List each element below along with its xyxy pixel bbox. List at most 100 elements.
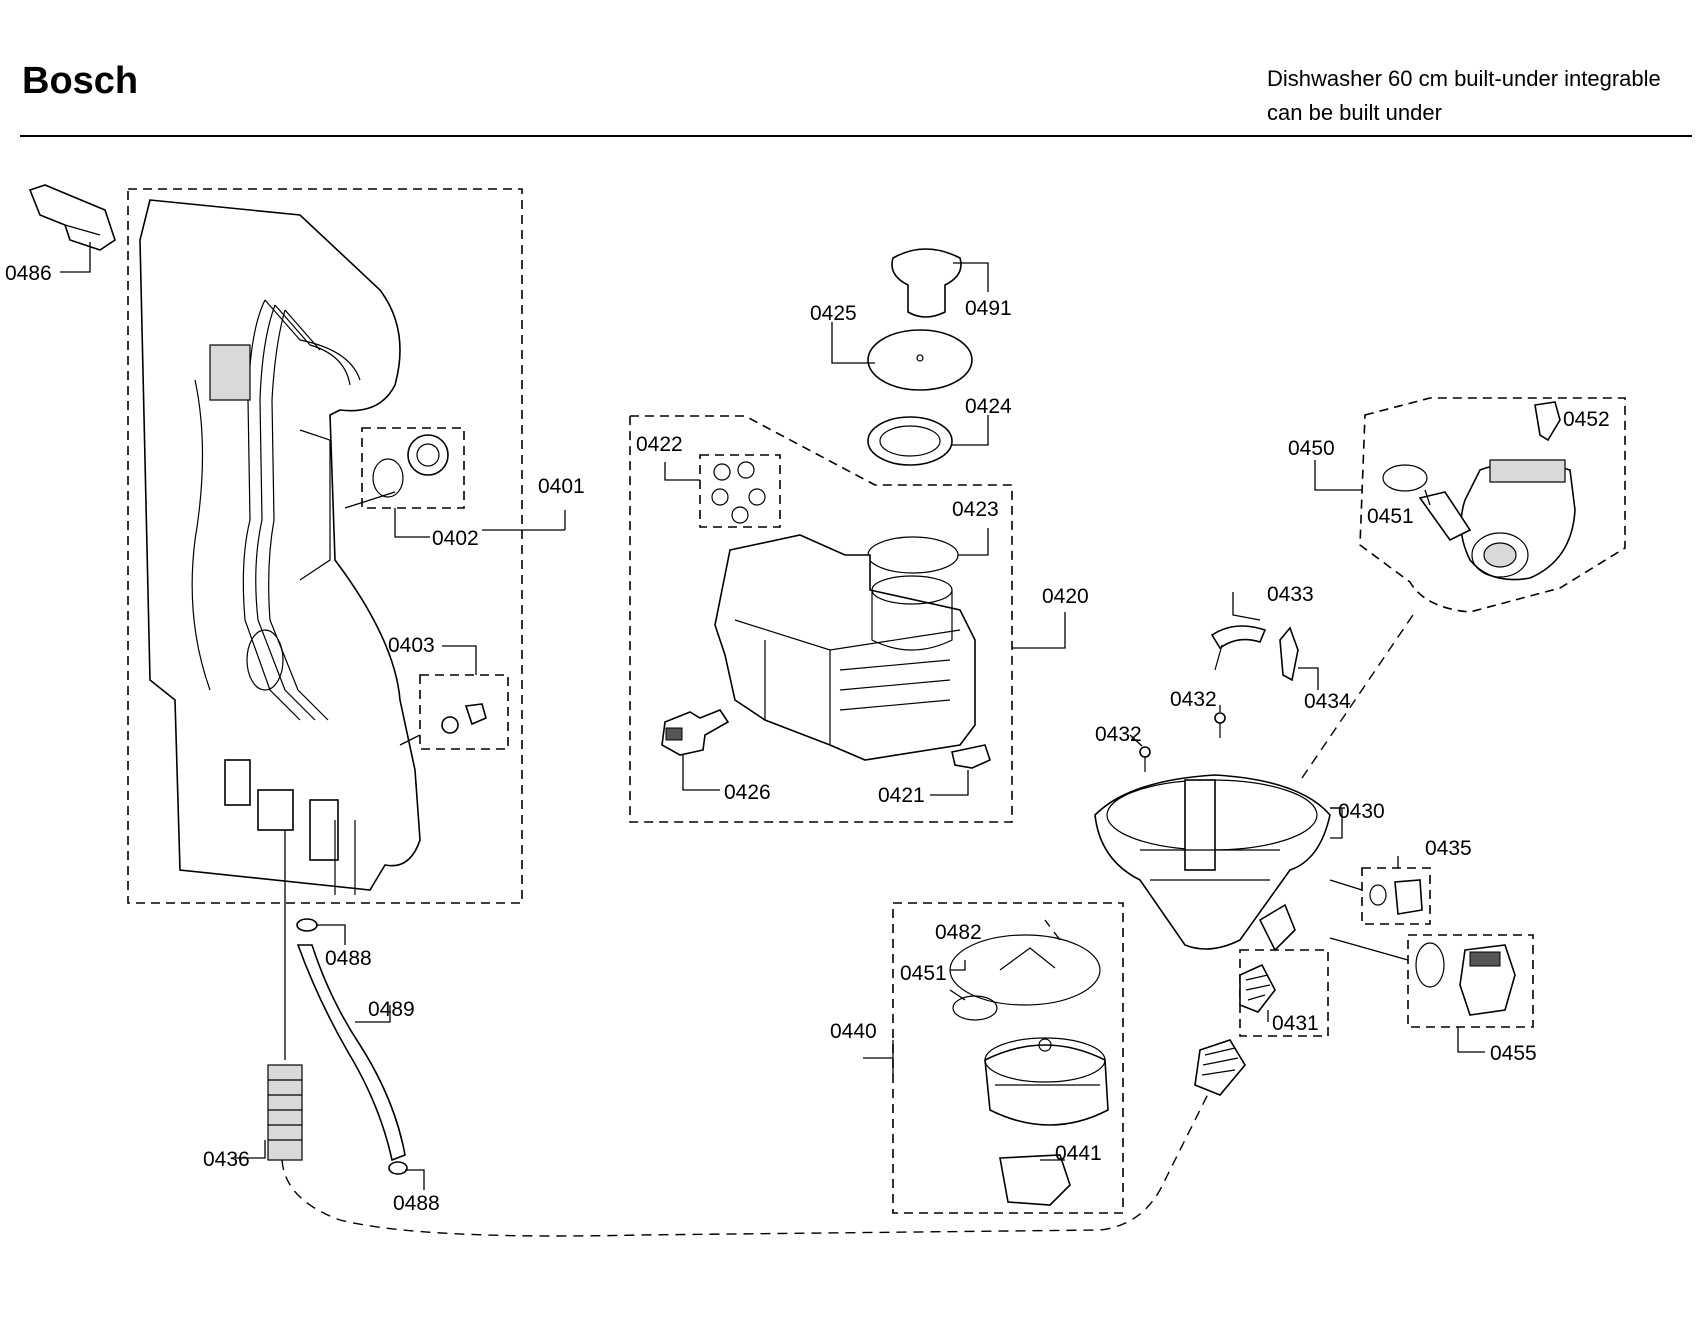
label-0455: 0455 [1490,1042,1537,1065]
drain-hose-group [235,830,1216,1237]
leader-0402-ext [344,491,396,509]
leader-0430-b [1330,807,1343,839]
label-0432-lower: 0432 [1095,723,1142,746]
sub-assembly-0450 [1314,397,1626,613]
coupling-ribs [268,1079,302,1141]
leader-0421 [930,770,969,796]
o-ring-0435 [1369,884,1387,906]
label-0440: 0440 [830,1020,877,1043]
seal-0422-c [711,488,729,506]
assembly-box-0402 [361,427,465,509]
model-line-1: Dishwasher 60 cm built-under integrable [1267,66,1661,91]
softener-edges [734,619,961,745]
hose-clip-0488-upper [296,918,318,932]
hose-clamp-0451 [1382,464,1428,492]
o-ring-0455 [1415,942,1445,988]
ring-nut-0424-inner [879,425,941,457]
solenoid-coil [665,727,683,741]
panel-outlet-1 [224,759,251,806]
label-0452: 0452 [1563,408,1610,431]
assembly-box-0455 [1407,934,1534,1028]
leader-0450 [1314,460,1362,491]
non-return-valve-0431 [1239,963,1276,1013]
leader-0433 [1232,592,1261,621]
label-0441: 0441 [1055,1142,1102,1165]
label-0432-upper: 0432 [1170,688,1217,711]
dash-heater-to-sump [1044,919,1061,941]
leader-0491 [953,262,989,292]
sump-ribs [1140,849,1280,881]
label-0401: 0401 [538,475,585,498]
label-0486: 0486 [5,262,52,285]
valve-0431-ribs [1245,974,1271,1001]
panel-outlet-3 [309,799,339,861]
panel-bracket [209,344,251,401]
leader-0432b [1129,734,1143,747]
leader-0403 [442,645,477,675]
label-0488-lower: 0488 [393,1192,440,1215]
screw-0432-b [1139,746,1151,758]
panel-contour-mid [299,429,331,581]
drain-pump-coil [1469,951,1501,967]
label-0482: 0482 [935,921,982,944]
label-0430: 0430 [1338,800,1385,823]
label-0433: 0433 [1267,583,1314,606]
link-0435 [1329,879,1363,891]
leader-0455 [1457,1027,1485,1053]
filter-cap-0402 [407,434,449,476]
washer-0403 [441,716,459,734]
label-0451-pump: 0451 [1367,505,1414,528]
hose-routing-line [281,1079,1216,1237]
model-line-2: can be built under [1267,100,1442,125]
hose-coupling-0436 [267,1064,303,1161]
clip-0486-edge [64,224,101,236]
label-0402: 0402 [432,527,479,550]
hose-0489 [296,944,406,1162]
leader-0402 [394,508,430,538]
assembly-box-0401 [127,188,523,904]
softener-ribs [839,659,951,711]
clip-0421 [951,744,991,769]
clip-0452 [1534,401,1561,442]
panel-channel-2 [255,304,351,721]
clip-0434 [1279,626,1299,682]
link-0455 [1329,937,1409,961]
seal-0422-e [731,506,749,524]
spring-0433-leg [1214,644,1223,671]
leader-0403-ext [399,734,421,746]
o-ring-0402 [372,458,404,498]
leader-0423 [958,528,989,556]
softener-neck-body [871,590,953,651]
gasket-0482 [949,934,1101,1006]
label-0489: 0489 [368,998,415,1021]
label-0425: 0425 [810,302,857,325]
leader-0488-upper [316,924,346,945]
assembly-box-0435 [1361,867,1431,925]
leader-0424 [952,415,989,446]
leader-0451a [1424,489,1431,506]
assembly-box-0420 [629,415,1013,823]
part-0486 [28,184,116,273]
motor-0441 [999,1154,1071,1206]
gasket-0482-mark [999,947,1056,971]
label-0488-upper: 0488 [325,947,372,970]
gasket-0423 [867,536,959,574]
side-panel [139,199,421,891]
label-0422: 0422 [636,433,683,456]
label-0420: 0420 [1042,585,1089,608]
pump-inlet [1471,532,1529,578]
leader-0425 [831,322,875,364]
page-header: Bosch Dishwasher 60 cm built-under integ… [0,0,1696,140]
label-0426: 0426 [724,781,771,804]
sensor-0435 [1394,879,1423,915]
label-0431: 0431 [1272,1012,1319,1035]
filter-cap-0402-inner [416,443,440,467]
lid-0425-hole [916,354,924,362]
assembly-box-0450 [1359,397,1626,613]
ring-nut-0424 [867,416,953,466]
drain-coupling-ribs [1201,1047,1239,1076]
leader-0422 [664,462,700,481]
solenoid-valve-0426 [661,709,730,756]
leader-0426 [682,755,720,791]
sub-assembly-0403 [399,645,509,750]
